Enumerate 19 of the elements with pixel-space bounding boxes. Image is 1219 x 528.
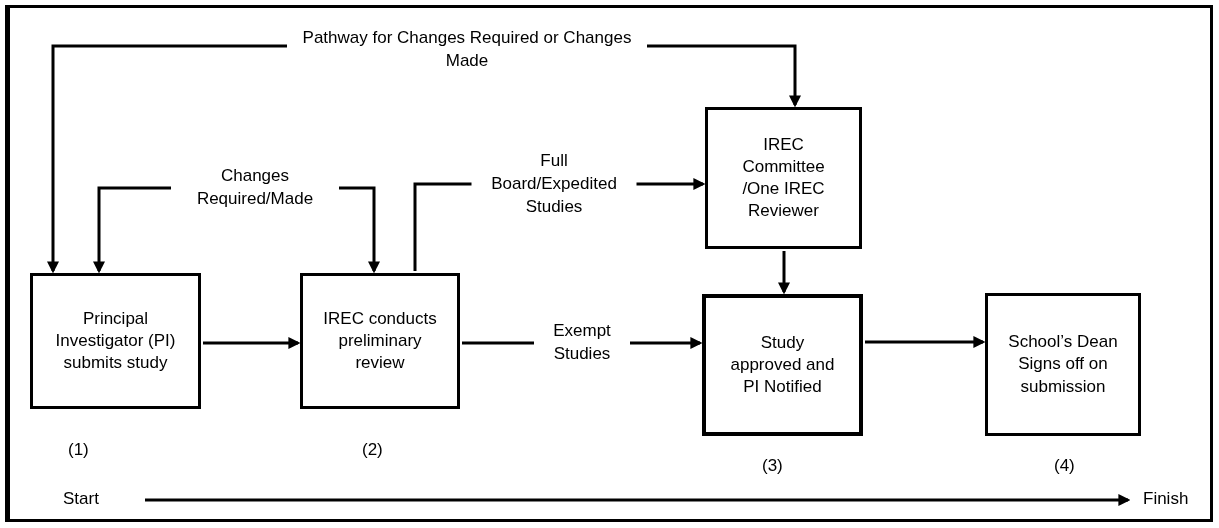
process-box [30, 273, 201, 409]
box-text: IREC conducts preliminary review [323, 307, 437, 375]
step-number: (1) [68, 440, 89, 460]
arrow [203, 337, 301, 349]
process-box [985, 293, 1141, 436]
process-box [705, 107, 862, 249]
box-text: Study approved and PI Notified [729, 331, 836, 399]
flow-label: Finish [1143, 489, 1189, 509]
arrow [778, 251, 790, 295]
process-box [702, 294, 863, 436]
step-number: (3) [762, 456, 783, 476]
box-text: IREC Committee /One IREC Reviewer [741, 133, 826, 223]
box-text: School’s Dean Signs off on submission [1008, 331, 1118, 398]
step-number: (2) [362, 440, 383, 460]
process-box [300, 273, 460, 409]
box-text: Principal Investigator (PI) submits study [54, 307, 177, 375]
step-number: (4) [1054, 456, 1075, 476]
flow-label: Start [63, 489, 99, 509]
arrow [865, 336, 986, 348]
